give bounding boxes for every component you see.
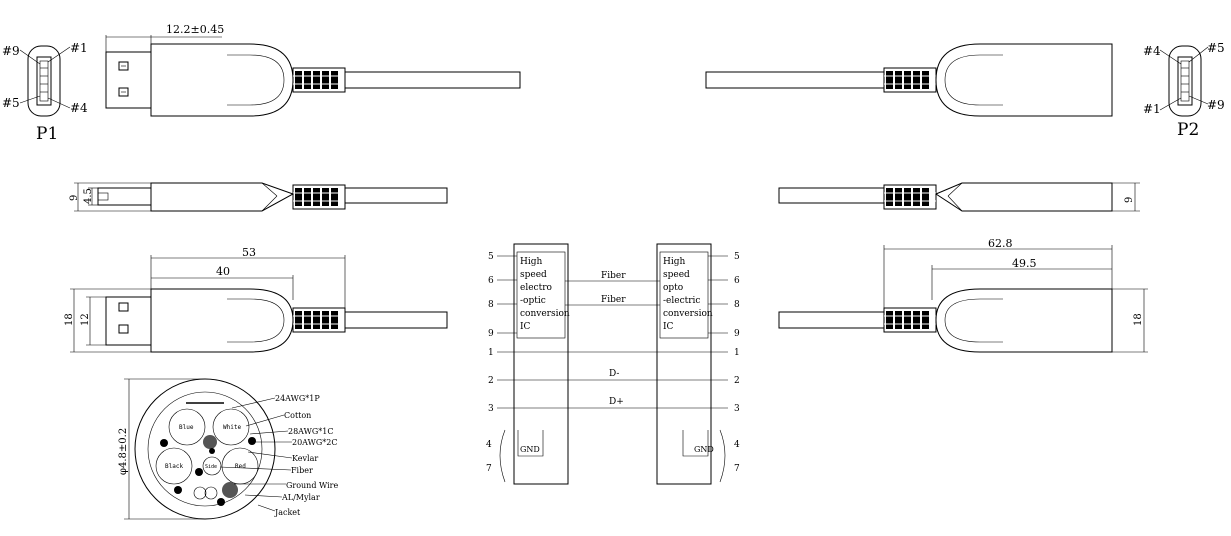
pin-8-right: 8	[734, 300, 740, 310]
d-minus-label: D-	[609, 369, 619, 379]
pin-2-right: 2	[734, 376, 740, 386]
p2-pin1-label: #1	[1143, 102, 1161, 116]
pin-5-left: 5	[488, 252, 494, 262]
right-ic-line-2: speed	[663, 270, 690, 280]
pin-5-right: 5	[734, 252, 740, 262]
dim-body-left: 40	[216, 265, 230, 278]
pin-2-left: 2	[488, 376, 494, 386]
callout-cotton: Cotton	[284, 411, 311, 420]
dim-height-right: 18	[1133, 313, 1144, 326]
d-plus-label: D+	[609, 397, 624, 407]
conductor-blue: Blue	[179, 424, 194, 431]
dim-height-inner-left: 12	[80, 313, 91, 326]
dim-overall-right: 62.8	[988, 237, 1013, 250]
right-plug-top-view	[705, 43, 1113, 117]
pin-4-right: 4	[734, 440, 740, 450]
left-ic-line-3: electro	[520, 283, 552, 293]
right-ic-line-3: opto	[663, 283, 683, 293]
p1-pin5-label: #5	[2, 96, 20, 110]
callout-28awg: 28AWG*1C	[288, 427, 333, 436]
p2-pin5-label: #5	[1207, 41, 1225, 55]
left-plug-bottom-view	[105, 288, 448, 353]
callout-al-mylar: AL/Mylar	[281, 493, 320, 502]
dim-side-height-inner: 4.5	[83, 188, 94, 204]
right-ic-line-4: -electric	[663, 296, 700, 306]
p1-label: P1	[36, 124, 58, 144]
p1-face-view	[19, 45, 71, 117]
callout-24awg: 24AWG*1P	[275, 394, 320, 403]
pin-7-left: 7	[486, 464, 492, 474]
callout-kevlar: Kevlar	[292, 454, 318, 463]
callout-fiber: Fiber	[291, 466, 313, 475]
dim-body-right: 49.5	[1012, 257, 1037, 270]
conductor-white: White	[223, 424, 241, 431]
left-ic-line-6: IC	[520, 322, 531, 332]
left-ic-line-4: -optic	[520, 296, 546, 306]
callout-ground-wire: Ground Wire	[286, 481, 338, 490]
callout-jacket: Jacket	[274, 508, 301, 517]
p2-pin4-label: #4	[1143, 44, 1161, 58]
conductor-side: Side	[205, 464, 217, 470]
pin-1-left: 1	[488, 348, 494, 358]
pin-8-left: 8	[488, 300, 494, 310]
dim-plug-length: 12.2±0.45	[166, 23, 224, 36]
p1-pin9-label: #9	[2, 44, 20, 58]
p2-face-view	[1159, 45, 1209, 117]
dim-cable-diameter: φ4.8±0.2	[118, 428, 129, 475]
fiber-label-2: Fiber	[601, 295, 626, 305]
conductor-black: Black	[165, 463, 183, 470]
p1-pin4-label: #4	[70, 101, 88, 115]
wiring-schematic	[497, 243, 728, 485]
right-ic-line-1: High	[663, 257, 685, 267]
conductor-red: Red	[235, 463, 246, 470]
gnd-left: GND	[520, 445, 540, 454]
dim-overall-left: 53	[242, 246, 256, 259]
cross-section-leaders	[219, 397, 293, 512]
right-ic-line-5: conversion	[663, 309, 713, 319]
pin-9-left: 9	[488, 329, 494, 339]
left-plug-side-view	[97, 182, 448, 212]
right-ic-line-6: IC	[663, 322, 674, 332]
cable-cross-section	[134, 378, 276, 520]
pin-3-left: 3	[488, 404, 494, 414]
fiber-label-1: Fiber	[601, 271, 626, 281]
left-ic-line-5: conversion	[520, 309, 570, 319]
p1-pin1-label: #1	[70, 41, 88, 55]
left-ic-line-2: speed	[520, 270, 547, 280]
pin-6-left: 6	[488, 276, 494, 286]
right-plug-bottom-view	[778, 288, 1113, 353]
left-ic-line-1: High	[520, 257, 542, 267]
pin-6-right: 6	[734, 276, 740, 286]
dim-side-height-right: 9	[1124, 197, 1135, 203]
dim-height-outer-left: 18	[64, 313, 75, 326]
p2-pin9-label: #9	[1207, 98, 1225, 112]
pin-9-right: 9	[734, 329, 740, 339]
dim-side-height-outer: 9	[69, 195, 80, 201]
gnd-right: GND	[694, 445, 714, 454]
callout-20awg: 20AWG*2C	[292, 438, 337, 447]
pin-1-right: 1	[734, 348, 740, 358]
left-plug-top-view	[105, 43, 521, 117]
right-plug-side-view	[778, 182, 1113, 212]
pin-3-right: 3	[734, 404, 740, 414]
pin-7-right: 7	[734, 464, 740, 474]
pin-4-left: 4	[486, 440, 492, 450]
p2-label: P2	[1177, 120, 1199, 140]
